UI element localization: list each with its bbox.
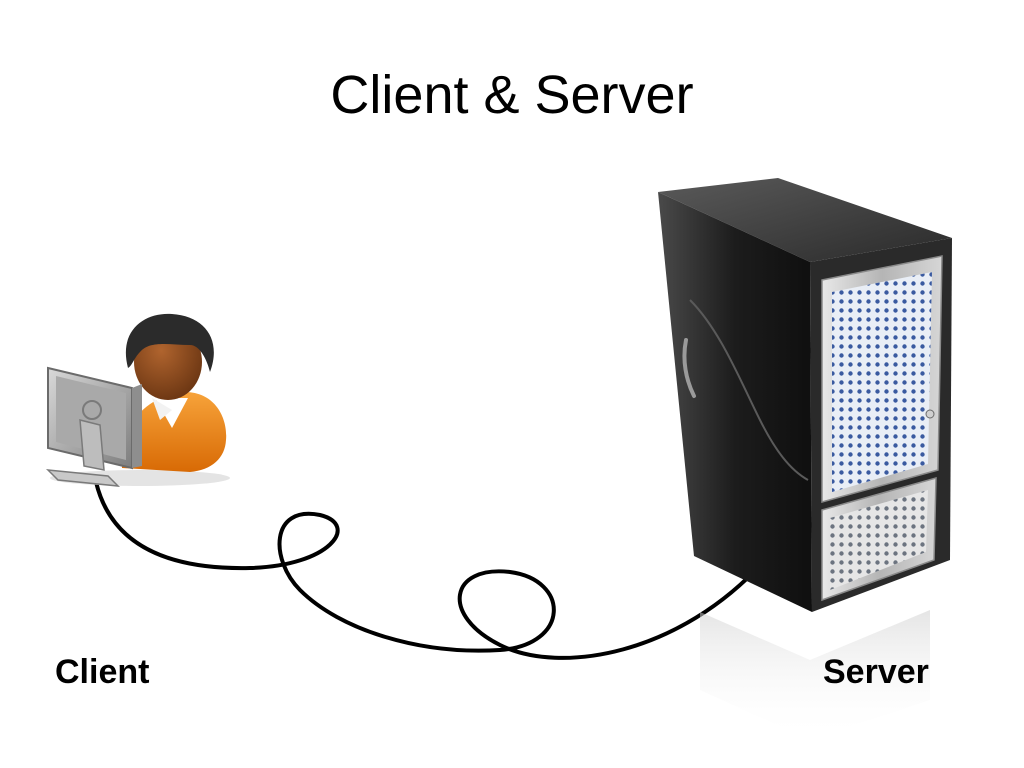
slide-title: Client & Server [330,65,694,125]
server-label: Server [823,653,929,691]
network-cable [94,480,767,660]
user-at-computer-icon [45,313,230,487]
tower-server-icon [658,178,952,740]
client-label: Client [55,653,150,691]
